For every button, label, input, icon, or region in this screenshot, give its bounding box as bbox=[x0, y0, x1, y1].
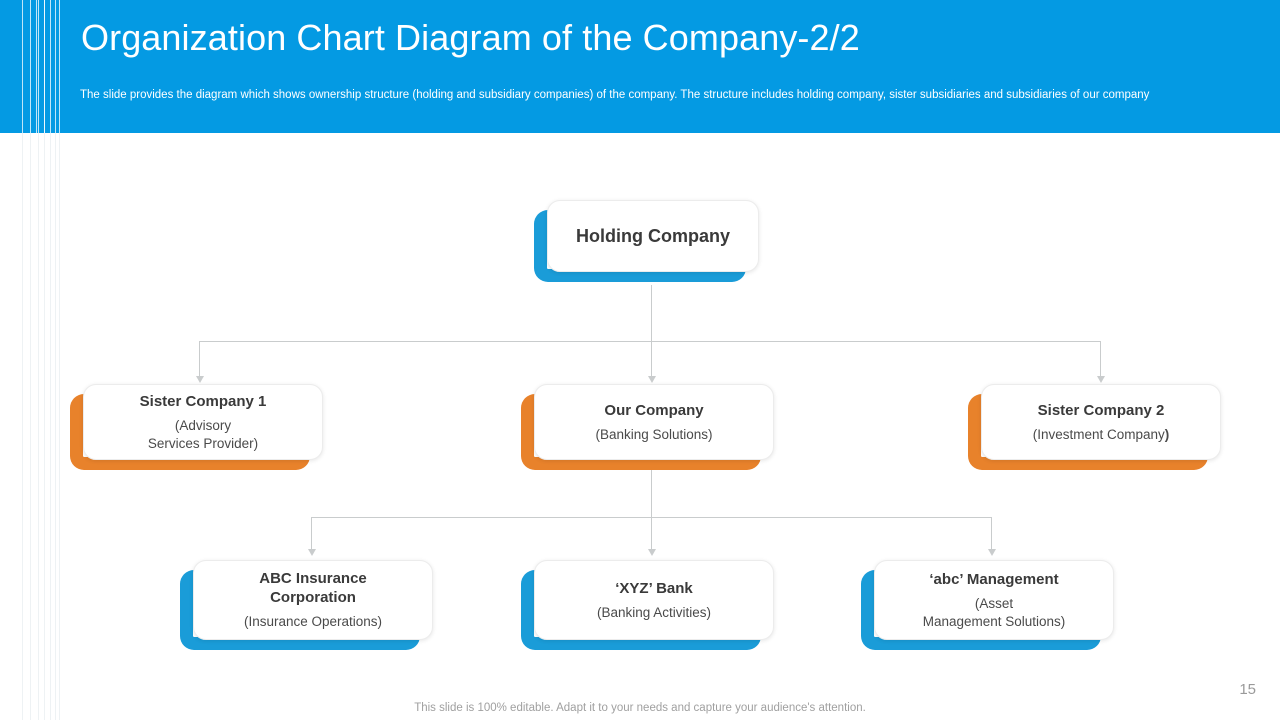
node-title: ‘XYZ’ Bank bbox=[615, 579, 693, 597]
connector-to-our-company bbox=[651, 341, 652, 377]
node-card: Holding Company bbox=[547, 200, 759, 272]
slide-header: Organization Chart Diagram of the Compan… bbox=[0, 0, 1280, 133]
connector-level2-bus bbox=[199, 341, 1101, 342]
node-accent-blue bbox=[521, 570, 761, 650]
node-accent-orange bbox=[521, 394, 761, 470]
node-card: Our Company (Banking Solutions) bbox=[534, 384, 774, 460]
node-subtitle: (Banking Activities) bbox=[596, 604, 712, 620]
node-title: ‘abc’ Management bbox=[929, 570, 1059, 588]
page-subtitle: The slide provides the diagram which sho… bbox=[80, 89, 1150, 101]
node-subtitle: (Asset Management Solutions) bbox=[923, 595, 1066, 631]
node-accent-orange bbox=[70, 394, 310, 470]
node-title: ABC Insurance Corporation bbox=[259, 569, 367, 607]
node-abc-insurance-corporation[interactable]: ABC Insurance Corporation (Insurance Ope… bbox=[180, 560, 433, 650]
node-subtitle-text: (Investment Company bbox=[1032, 426, 1165, 442]
connector-to-xyz bbox=[651, 517, 652, 550]
node-title: Our Company bbox=[604, 401, 704, 419]
node-subtitle: (Investment Company) bbox=[1033, 426, 1170, 444]
node-title: Holding Company bbox=[576, 226, 730, 246]
node-xyz-bank[interactable]: ‘XYZ’ Bank (Banking Activities) bbox=[521, 560, 774, 650]
node-subtitle-paren: ) bbox=[1164, 426, 1170, 442]
connector-our-company-trunk bbox=[651, 464, 652, 517]
connector-to-abc bbox=[311, 517, 312, 550]
node-abc-management[interactable]: ‘abc’ Management (Asset Management Solut… bbox=[861, 560, 1114, 650]
node-subtitle: (Insurance Operations) bbox=[243, 614, 383, 629]
arrowhead-xyz bbox=[648, 549, 656, 556]
node-subtitle: (Banking Solutions) bbox=[595, 426, 713, 442]
node-card: ABC Insurance Corporation (Insurance Ope… bbox=[193, 560, 433, 640]
node-title: Sister Company 1 bbox=[139, 392, 267, 410]
page-title: Organization Chart Diagram of the Compan… bbox=[81, 17, 860, 58]
connector-to-sister1 bbox=[199, 341, 200, 377]
node-subtitle-line1: (Asset bbox=[974, 595, 1014, 611]
node-title-line2: Corporation bbox=[270, 589, 356, 606]
arrowhead-abc-management bbox=[988, 549, 996, 556]
node-card: ‘XYZ’ Bank (Banking Activities) bbox=[534, 560, 774, 640]
arrowhead-our-company bbox=[648, 376, 656, 383]
node-accent-blue bbox=[861, 570, 1101, 650]
page-number: 15 bbox=[1239, 681, 1256, 698]
node-sister-company-2[interactable]: Sister Company 2 (Investment Company) bbox=[968, 384, 1221, 470]
arrowhead-sister2 bbox=[1097, 376, 1105, 383]
connector-to-abc-management bbox=[991, 517, 992, 550]
node-card: Sister Company 1 (Advisory Services Prov… bbox=[83, 384, 323, 460]
footer-note: This slide is 100% editable. Adapt it to… bbox=[414, 702, 866, 714]
node-holding-company[interactable]: Holding Company bbox=[534, 200, 759, 282]
node-title: Sister Company 2 bbox=[1037, 401, 1165, 419]
node-accent-blue bbox=[180, 570, 420, 650]
arrowhead-sister1 bbox=[196, 376, 204, 383]
node-accent-blue bbox=[534, 210, 746, 282]
node-card: ‘abc’ Management (Asset Management Solut… bbox=[874, 560, 1114, 640]
org-chart-canvas: Holding Company Sister Company 1 (Adviso… bbox=[0, 133, 1280, 720]
node-subtitle: (Advisory Services Provider) bbox=[148, 417, 258, 453]
connector-to-sister2 bbox=[1100, 341, 1101, 377]
node-sister-company-1[interactable]: Sister Company 1 (Advisory Services Prov… bbox=[70, 384, 323, 470]
node-our-company[interactable]: Our Company (Banking Solutions) bbox=[521, 384, 774, 470]
node-title-line1: ABC Insurance bbox=[259, 570, 367, 587]
node-subtitle-line2: Services Provider) bbox=[147, 435, 259, 451]
node-accent-orange bbox=[968, 394, 1208, 470]
connector-holding-trunk bbox=[651, 285, 652, 342]
arrowhead-abc bbox=[308, 549, 316, 556]
node-subtitle-line2: Management Solutions) bbox=[922, 613, 1066, 629]
node-card: Sister Company 2 (Investment Company) bbox=[981, 384, 1221, 460]
node-subtitle-line1: (Advisory bbox=[174, 417, 232, 433]
